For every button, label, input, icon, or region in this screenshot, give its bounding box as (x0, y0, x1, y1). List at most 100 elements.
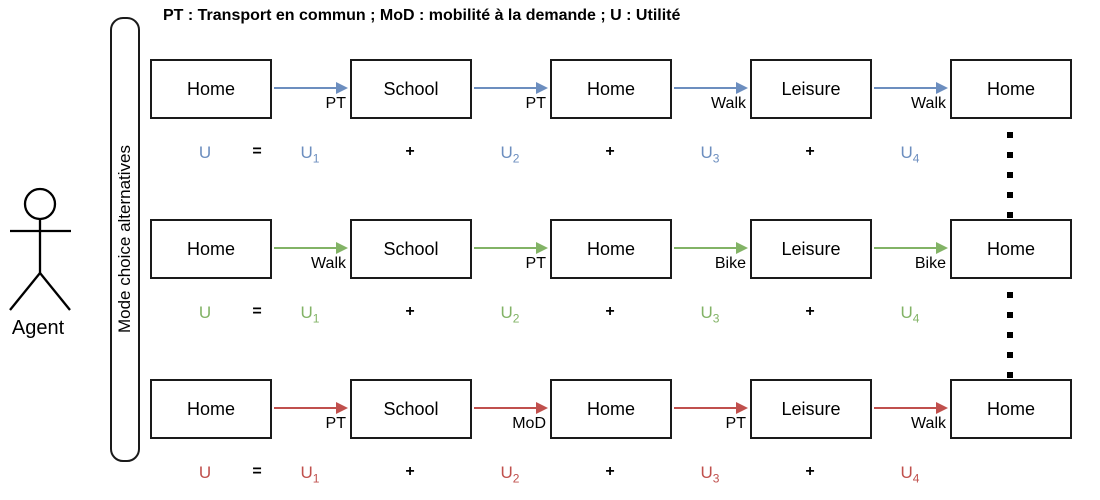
activity-label: Home (586, 238, 635, 259)
activity-box-home: Home (950, 379, 1072, 439)
term-subscript: 3 (712, 151, 720, 166)
term-subscript: 1 (312, 471, 320, 486)
activity-label: Home (986, 238, 1035, 259)
term-base: U (300, 143, 313, 162)
plus-sign: + (805, 143, 815, 160)
term-subscript: 3 (712, 471, 720, 486)
activity-label: Home (186, 398, 235, 419)
term-subscript: 1 (312, 311, 320, 326)
mode-label: PT (525, 255, 546, 272)
activity-label: School (383, 398, 439, 419)
activity-box-school: School (350, 59, 472, 119)
activity-label: Home (186, 238, 235, 259)
activity-box-leisure: Leisure (750, 219, 872, 279)
plus-sign: + (605, 143, 615, 160)
utility-equation: U = U1 + U2 + U3 + U4 (0, 463, 1100, 485)
utility-total: U (198, 463, 212, 482)
utility-equation: U = U1 + U2 + U3 + U4 (0, 303, 1100, 325)
alternative-row-3: Home School Home Leisure Home PT MoD PT … (0, 379, 1100, 500)
activity-box-home: Home (150, 59, 272, 119)
trip-arrow-icon (874, 82, 948, 94)
mode-label: PT (325, 95, 346, 112)
utility-term-4: U4 (880, 143, 940, 165)
utility-term-4: U4 (880, 303, 940, 325)
continuation-dots (1007, 132, 1013, 220)
term-subscript: 4 (912, 311, 920, 326)
term-base: U (700, 303, 713, 322)
activity-label: Home (186, 78, 235, 99)
term-base: U (500, 463, 513, 482)
term-subscript: 1 (312, 151, 320, 166)
mode-label: PT (525, 95, 546, 112)
alternative-row-2: Home School Home Leisure Home Walk PT Bi… (0, 219, 1100, 349)
utility-equation: U = U1 + U2 + U3 + U4 (0, 143, 1100, 165)
term-base: U (900, 143, 913, 162)
term-base: U (500, 303, 513, 322)
utility-total: U (198, 143, 212, 162)
mode-choice-alternatives-box: Mode choice alternatives (110, 17, 140, 462)
activity-label: Home (586, 398, 635, 419)
mode-label: Walk (911, 415, 946, 432)
trip-arrow-icon (274, 402, 348, 414)
trip-arrow-icon (674, 242, 748, 254)
activity-box-home: Home (550, 219, 672, 279)
activity-box-leisure: Leisure (750, 59, 872, 119)
utility-term-1: U1 (280, 143, 340, 165)
activity-box-school: School (350, 379, 472, 439)
utility-term-3: U3 (680, 463, 740, 485)
term-subscript: 4 (912, 471, 920, 486)
plus-sign: + (805, 303, 815, 320)
activity-label: Home (586, 78, 635, 99)
mode-label: MoD (512, 415, 546, 432)
utility-term-2: U2 (480, 143, 540, 165)
equals-sign: = (252, 463, 262, 480)
trip-arrow-icon (674, 82, 748, 94)
activity-box-home: Home (950, 219, 1072, 279)
utility-term-3: U3 (680, 143, 740, 165)
trip-arrow-icon (474, 82, 548, 94)
legend-caption: PT : Transport en commun ; MoD : mobilit… (163, 7, 681, 24)
equals-sign: = (252, 303, 262, 320)
mode-label: Bike (914, 255, 946, 272)
trip-arrow-icon (674, 402, 748, 414)
plus-sign: + (605, 303, 615, 320)
activity-label: School (383, 238, 439, 259)
activity-box-home: Home (150, 379, 272, 439)
equals-sign: = (252, 143, 262, 160)
mode-label: Walk (311, 255, 346, 272)
utility-term-3: U3 (680, 303, 740, 325)
activity-box-leisure: Leisure (750, 379, 872, 439)
activity-label: Home (986, 78, 1035, 99)
alternative-row-1: Home School Home Leisure Home PT PT Walk… (0, 59, 1100, 189)
activity-label: Leisure (781, 238, 841, 259)
term-subscript: 3 (712, 311, 720, 326)
plus-sign: + (805, 463, 815, 480)
activity-box-home: Home (950, 59, 1072, 119)
trip-arrow-icon (874, 242, 948, 254)
continuation-dots (1007, 292, 1013, 380)
trip-arrow-icon (274, 242, 348, 254)
mode-label: PT (325, 415, 346, 432)
term-base: U (300, 463, 313, 482)
activity-label: School (383, 78, 439, 99)
term-subscript: 2 (512, 471, 520, 486)
term-base: U (500, 143, 513, 162)
plus-sign: + (605, 463, 615, 480)
utility-term-4: U4 (880, 463, 940, 485)
utility-term-2: U2 (480, 463, 540, 485)
utility-term-2: U2 (480, 303, 540, 325)
activity-box-home: Home (550, 379, 672, 439)
activity-label: Home (986, 398, 1035, 419)
plus-sign: + (405, 143, 415, 160)
agent-label: Agent (11, 317, 65, 339)
term-base: U (700, 143, 713, 162)
term-base: U (900, 303, 913, 322)
utility-term-1: U1 (280, 463, 340, 485)
trip-arrow-icon (874, 402, 948, 414)
mode-label: Walk (911, 95, 946, 112)
trip-arrow-icon (274, 82, 348, 94)
term-base: U (700, 463, 713, 482)
trip-arrow-icon (474, 402, 548, 414)
agent-stick-figure-icon (9, 187, 71, 311)
mode-label: Bike (714, 255, 746, 272)
